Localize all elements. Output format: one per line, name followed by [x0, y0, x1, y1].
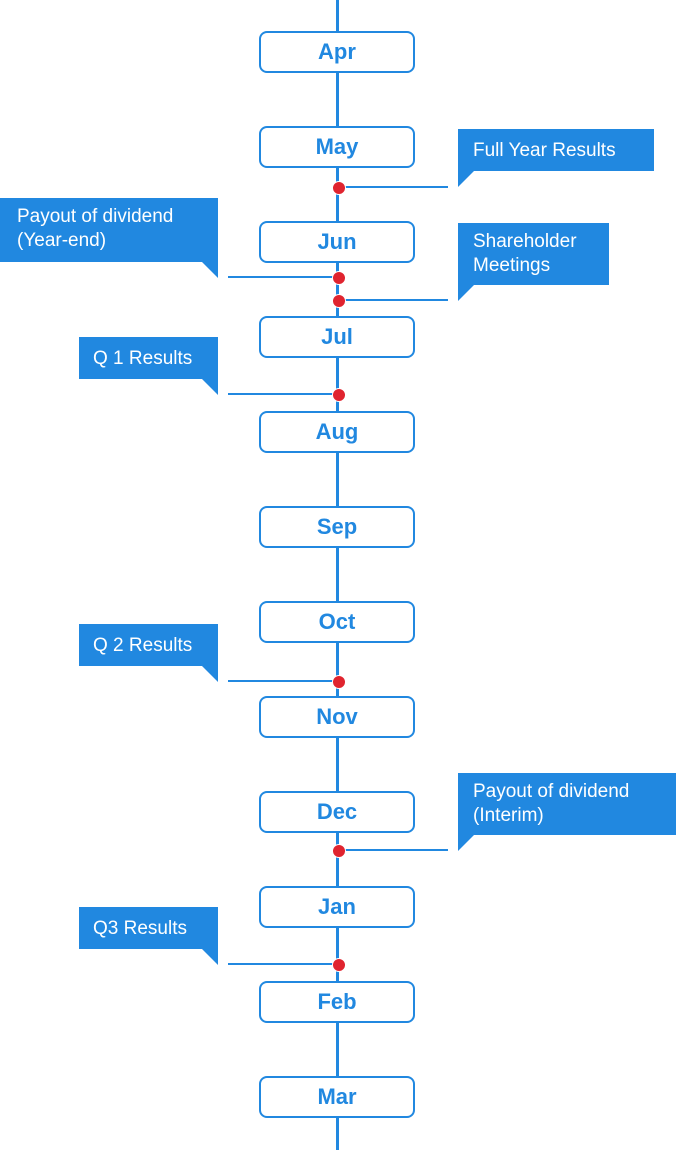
month-apr: Apr	[259, 31, 415, 73]
callout-shareholder-meetings: Shareholder Meetings	[458, 223, 609, 301]
callout-payout-year-end: Payout of dividend (Year-end)	[0, 198, 218, 278]
month-sep: Sep	[259, 506, 415, 548]
callout-label-line2: (Year-end)	[17, 230, 107, 251]
month-jan: Jan	[259, 886, 415, 928]
leader-q2-results	[228, 680, 338, 682]
callout-label-line2: (Interim)	[473, 805, 544, 826]
month-aug: Aug	[259, 411, 415, 453]
event-dot-q2-results	[332, 675, 346, 689]
leader-full-year-results	[338, 186, 448, 188]
month-jun: Jun	[259, 221, 415, 263]
leader-q1-results	[228, 393, 338, 395]
callout-q3-results: Q3 Results	[79, 907, 218, 965]
month-feb: Feb	[259, 981, 415, 1023]
event-dot-q3-results	[332, 958, 346, 972]
event-dot-payout-interim	[332, 844, 346, 858]
leader-shareholder-meetings	[338, 299, 448, 301]
event-dot-shareholder-meetings	[332, 294, 346, 308]
timeline-spine	[336, 0, 339, 1150]
leader-q3-results	[228, 963, 338, 965]
callout-label: Q 2 Results	[93, 635, 193, 656]
month-oct: Oct	[259, 601, 415, 643]
callout-full-year-results: Full Year Results	[458, 129, 654, 187]
month-may: May	[259, 126, 415, 168]
leader-payout-interim	[338, 849, 448, 851]
month-dec: Dec	[259, 791, 415, 833]
event-dot-q1-results	[332, 388, 346, 402]
month-nov: Nov	[259, 696, 415, 738]
month-jul: Jul	[259, 316, 415, 358]
event-dot-full-year-results	[332, 181, 346, 195]
leader-payout-year-end	[228, 276, 338, 278]
callout-tail	[458, 171, 474, 187]
callout-payout-interim: Payout of dividend (Interim)	[458, 773, 676, 851]
callout-label-line1: Payout of dividend	[473, 781, 630, 802]
event-dot-payout-year-end	[332, 271, 346, 285]
callout-label: Full Year Results	[473, 140, 616, 161]
callout-tail	[458, 285, 474, 301]
callout-tail	[458, 835, 474, 851]
callout-tail	[202, 262, 218, 278]
callout-q1-results: Q 1 Results	[79, 337, 218, 395]
callout-label-line2: Meetings	[473, 255, 551, 276]
month-mar: Mar	[259, 1076, 415, 1118]
callout-label-line1: Shareholder	[473, 231, 577, 252]
callout-tail	[202, 666, 218, 682]
callout-label: Q3 Results	[93, 918, 187, 939]
callout-label: Q 1 Results	[93, 348, 193, 369]
callout-tail	[202, 379, 218, 395]
callout-label-line1: Payout of dividend	[17, 206, 174, 227]
callout-q2-results: Q 2 Results	[79, 624, 218, 682]
callout-tail	[202, 949, 218, 965]
